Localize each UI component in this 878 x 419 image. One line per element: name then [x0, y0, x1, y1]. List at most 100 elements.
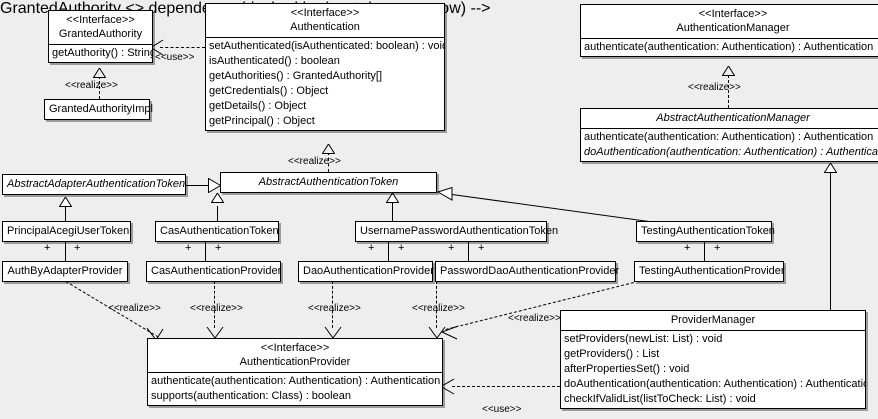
- class-box-granted-authority-impl[interactable]: GrantedAuthorityImpl: [44, 99, 153, 120]
- class-name-label: PrincipalAcegiUserToken: [7, 225, 130, 237]
- generalization-line-principal-acegi-token: [65, 206, 66, 221]
- class-header-granted-authority-impl: GrantedAuthorityImpl: [45, 100, 153, 119]
- class-name-label: DaoAuthenticationProvider: [303, 265, 434, 277]
- generalization-arrowhead-provider-manager: [824, 163, 837, 173]
- association-multiplicity-left-1: +: [44, 242, 51, 254]
- class-box-cas-authentication-token[interactable]: CasAuthenticationToken: [155, 221, 279, 242]
- association-multiplicity-right-4: +: [478, 242, 485, 254]
- operation-row: afterPropertiesSet() : void: [564, 363, 690, 375]
- class-header-auth-by-adapter-provider: AuthByAdapterProvider: [3, 262, 127, 281]
- class-name-label: AbstractAuthenticationManager: [656, 112, 810, 124]
- generalization-arrowhead-principal-acegi-token: [59, 197, 72, 207]
- generalization-line-username-password-token: [392, 203, 393, 221]
- operation-row: getAuthorities() : GrantedAuthority[]: [209, 70, 383, 82]
- realize-line-abstract-authentication-manager: [728, 75, 729, 108]
- class-header-authentication-manager: <<Interface>> AuthenticationManager: [581, 5, 878, 38]
- class-box-authentication-manager[interactable]: <<Interface>> AuthenticationManager auth…: [580, 4, 878, 57]
- realize-label-granted-authority-impl: <<realize>>: [65, 80, 118, 91]
- realize-label-cas-provider: <<realize>>: [190, 303, 243, 314]
- class-operations-provider-manager: setProviders(newList: List) : void getPr…: [561, 330, 865, 408]
- class-name-label: AuthByAdapterProvider: [7, 265, 123, 277]
- class-box-authentication[interactable]: <<Interface>> Authentication setAuthenti…: [205, 3, 445, 131]
- class-box-dao-authentication-provider[interactable]: DaoAuthenticationProvider: [298, 261, 434, 282]
- class-name-label: AuthenticationManager: [676, 22, 790, 34]
- association-line-testing-token-provider: [704, 241, 705, 261]
- use-label-granted-authority: <<use>>: [155, 52, 195, 63]
- association-line-username-password-dao-provider: [468, 241, 469, 261]
- class-operations-granted-authority: getAuthority() : String: [49, 44, 152, 62]
- realize-line-granted-authority-impl: [99, 76, 100, 99]
- operation-row: getCredentials() : Object: [209, 85, 329, 97]
- use-line-authentication-granted-authority: [160, 47, 205, 48]
- realize-arrowhead-abstract-authentication-token: [322, 144, 335, 154]
- association-multiplicity-right-5: +: [714, 242, 721, 254]
- operation-row: doAuthentication(authentication: Authent…: [564, 378, 865, 390]
- operation-row: isAuthenticated() : boolean: [209, 55, 340, 67]
- class-header-cas-authentication-provider: CasAuthenticationProvider: [147, 262, 282, 281]
- operation-row: authenticate(authentication: Authenticat…: [584, 41, 874, 53]
- association-multiplicity-right-3: +: [398, 242, 405, 254]
- operation-row: getProviders() : List: [564, 348, 660, 360]
- class-name-label: AbstractAdapterAuthenticationToken: [7, 178, 186, 190]
- class-box-testing-authentication-provider[interactable]: TestingAuthenticationProvider: [634, 261, 785, 282]
- class-name-label: AuthenticationProvider: [239, 356, 351, 368]
- class-name-label: TestingAuthenticationProvider: [639, 265, 785, 277]
- generalization-arrowhead-username-password-token: [386, 193, 399, 203]
- realize-arrowhead-granted-authority-impl: [93, 68, 106, 78]
- class-box-password-dao-authentication-provider[interactable]: PasswordDaoAuthenticationProvider: [435, 261, 620, 282]
- association-multiplicity-left-3: +: [368, 242, 375, 254]
- realize-label-auth-by-adapter-provider: <<realize>>: [108, 303, 161, 314]
- class-box-abstract-authentication-manager[interactable]: AbstractAuthenticationManager authentica…: [580, 108, 878, 162]
- class-box-granted-authority[interactable]: <<Interface>> GrantedAuthority getAuthor…: [48, 10, 153, 63]
- class-operations-authentication-manager: authenticate(authentication: Authenticat…: [581, 38, 878, 56]
- realize-line-cas-provider: [214, 281, 215, 328]
- class-header-authentication: <<Interface>> Authentication: [206, 4, 444, 37]
- operation-row: supports(authentication: Class) : boolea…: [151, 390, 351, 402]
- class-name-label: Authentication: [290, 21, 360, 33]
- operation-row: authenticate(authentication: Authenticat…: [584, 131, 874, 143]
- class-box-auth-by-adapter-provider[interactable]: AuthByAdapterProvider: [2, 261, 128, 282]
- class-operations-abstract-authentication-manager: authenticate(authentication: Authenticat…: [581, 128, 878, 161]
- stereotype-label: <<Interface>>: [260, 342, 330, 354]
- class-box-principal-acegi-user-token[interactable]: PrincipalAcegiUserToken: [2, 221, 131, 242]
- class-header-abstract-authentication-token: AbstractAuthenticationToken: [221, 173, 436, 192]
- class-name-label: GrantedAuthorityImpl: [49, 103, 153, 115]
- realize-line-password-dao-provider: [436, 281, 437, 328]
- class-name-label: TestingAuthenticationToken: [641, 225, 775, 237]
- realize-label-dao-provider: <<realize>>: [308, 303, 361, 314]
- class-header-dao-authentication-provider: DaoAuthenticationProvider: [299, 262, 434, 281]
- class-name-label: CasAuthenticationProvider: [151, 265, 282, 277]
- class-name-label: PasswordDaoAuthenticationProvider: [440, 265, 620, 277]
- generalization-arrowhead-adapter-token: [208, 178, 221, 193]
- class-box-provider-manager[interactable]: ProviderManager setProviders(newList: Li…: [560, 310, 866, 409]
- association-line-principal-auth-by-adapter: [65, 241, 66, 261]
- operation-row: getDetails() : Object: [209, 100, 307, 112]
- generalization-line-cas-token: [217, 206, 218, 221]
- class-header-granted-authority: <<Interface>> GrantedAuthority: [49, 11, 152, 44]
- class-header-password-dao-authentication-provider: PasswordDaoAuthenticationProvider: [436, 262, 620, 281]
- association-multiplicity-left-2: +: [185, 242, 192, 254]
- class-operations-authentication-provider: authenticate(authentication: Authenticat…: [148, 372, 442, 405]
- generalization-line-testing-token: [451, 194, 649, 222]
- class-box-abstract-adapter-authentication-token[interactable]: AbstractAdapterAuthenticationToken: [2, 174, 186, 195]
- class-box-abstract-authentication-token[interactable]: AbstractAuthenticationToken: [220, 172, 437, 193]
- stereotype-label: <<Interface>>: [66, 14, 135, 26]
- realize-label-abstract-authentication-token: <<realize>>: [288, 156, 341, 167]
- operation-row: getPrincipal() : Object: [209, 115, 315, 127]
- class-box-cas-authentication-provider[interactable]: CasAuthenticationProvider: [146, 261, 281, 282]
- stereotype-label: <<Interface>>: [698, 8, 768, 20]
- class-box-username-password-authentication-token[interactable]: UsernamePasswordAuthenticationToken: [355, 221, 559, 242]
- realize-line-abstract-authentication-token: [328, 152, 329, 172]
- class-header-authentication-provider: <<Interface>> AuthenticationProvider: [148, 339, 442, 372]
- class-name-label: UsernamePasswordAuthenticationToken: [360, 225, 559, 237]
- generalization-arrowhead-cas-token: [211, 193, 224, 203]
- operation-row: setAuthenticated(isAuthenticated: boolea…: [209, 40, 444, 52]
- use-line-provider-manager: [452, 386, 560, 387]
- association-multiplicity-right-2: +: [215, 242, 222, 254]
- class-operations-authentication: setAuthenticated(isAuthenticated: boolea…: [206, 37, 444, 130]
- class-box-authentication-provider[interactable]: <<Interface>> AuthenticationProvider aut…: [147, 338, 443, 406]
- class-header-testing-authentication-token: TestingAuthenticationToken: [637, 222, 775, 241]
- association-line-cas-token-provider: [205, 241, 206, 261]
- class-box-testing-authentication-token[interactable]: TestingAuthenticationToken: [636, 221, 775, 242]
- generalization-line-adapter-token: [186, 185, 210, 186]
